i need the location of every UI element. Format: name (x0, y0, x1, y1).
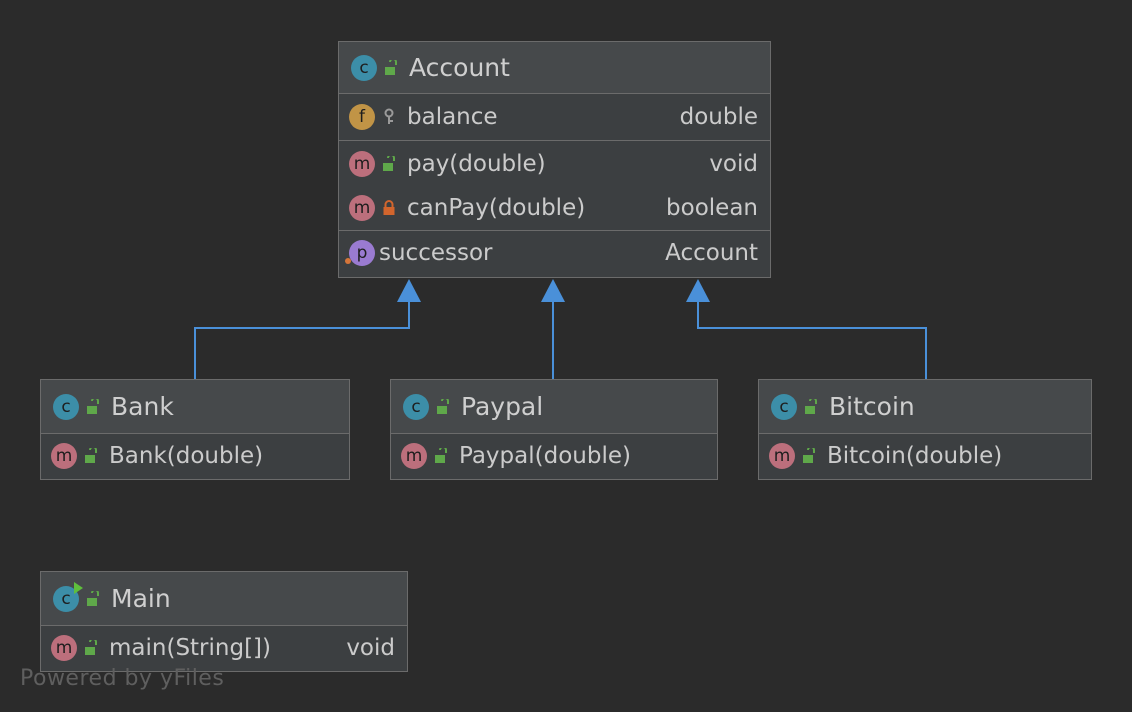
method-name: main(String[]) (109, 635, 271, 661)
method-row[interactable]: m Bitcoin(double) (759, 434, 1091, 478)
class-header: c Bitcoin (759, 380, 1091, 434)
class-header: c Account (339, 42, 770, 94)
method-name: Bank(double) (109, 443, 264, 469)
private-lock-icon (381, 195, 397, 221)
method-icon: m (51, 635, 77, 661)
public-lock-icon (383, 55, 399, 81)
method-row[interactable]: m Bank(double) (41, 434, 349, 478)
method-name: Bitcoin(double) (827, 443, 1003, 469)
class-icon: c (771, 393, 797, 420)
inheritance-arrowhead (541, 279, 565, 302)
class-header: c Bank (41, 380, 349, 434)
run-icon (74, 581, 83, 594)
public-lock-icon (801, 443, 817, 469)
field-row[interactable]: f balance double (339, 94, 770, 140)
class-node-bitcoin[interactable]: c Bitcoin m Bitcoin(double) (758, 379, 1092, 480)
property-row[interactable]: p successor Account (339, 230, 770, 274)
method-name: canPay(double) (407, 195, 586, 221)
class-badge-letter: c (61, 588, 71, 609)
class-node-paypal[interactable]: c Paypal m Paypal(double) (390, 379, 718, 480)
field-icon: f (349, 104, 375, 130)
method-type: void (346, 635, 395, 661)
public-lock-icon (85, 394, 101, 420)
method-name: pay(double) (407, 150, 546, 177)
class-title: Bank (111, 392, 174, 421)
class-icon: c (351, 54, 377, 81)
method-icon: m (401, 443, 427, 469)
inheritance-arrowhead (397, 279, 421, 302)
public-lock-icon (381, 151, 397, 177)
property-icon: p (349, 239, 375, 266)
class-icon: c (53, 393, 79, 420)
field-type: double (679, 104, 758, 130)
method-row[interactable]: m pay(double) void (339, 140, 770, 186)
method-name: Paypal(double) (459, 443, 631, 469)
public-lock-icon (803, 394, 819, 420)
public-lock-icon (83, 443, 99, 469)
class-node-bank[interactable]: c Bank m Bank(double) (40, 379, 350, 480)
method-row[interactable]: m Paypal(double) (391, 434, 717, 478)
class-header: c Paypal (391, 380, 717, 434)
visibility-dot-icon (345, 257, 351, 264)
bank-extends-account-edge (194, 300, 410, 379)
runnable-class-icon: c (53, 581, 83, 612)
class-title: Main (111, 584, 171, 613)
bitcoin-extends-account-edge (697, 300, 927, 379)
class-icon: c (403, 393, 429, 420)
public-lock-icon (85, 586, 101, 612)
class-title: Bitcoin (829, 392, 915, 421)
method-row[interactable]: m canPay(double) boolean (339, 186, 770, 230)
public-lock-icon (433, 443, 449, 469)
method-icon: m (349, 195, 375, 221)
class-node-account[interactable]: c Account f balance double m pay(double)… (338, 41, 771, 278)
class-node-main[interactable]: c Main m main(String[]) void (40, 571, 408, 672)
method-type: boolean (666, 195, 758, 221)
method-type: void (709, 150, 758, 177)
class-title: Paypal (461, 392, 544, 421)
method-icon: m (769, 443, 795, 469)
inheritance-arrowhead (686, 279, 710, 302)
property-name: successor (379, 239, 493, 266)
package-key-icon (381, 104, 397, 130)
public-lock-icon (83, 635, 99, 661)
class-title: Account (409, 53, 510, 82)
property-type: Account (665, 239, 758, 266)
method-icon: m (349, 150, 375, 177)
public-lock-icon (435, 394, 451, 420)
method-icon: m (51, 443, 77, 469)
class-header: c Main (41, 572, 407, 626)
powered-by-label: Powered by yFiles (20, 666, 225, 691)
field-name: balance (407, 104, 498, 130)
method-row[interactable]: m main(String[]) void (41, 626, 407, 670)
